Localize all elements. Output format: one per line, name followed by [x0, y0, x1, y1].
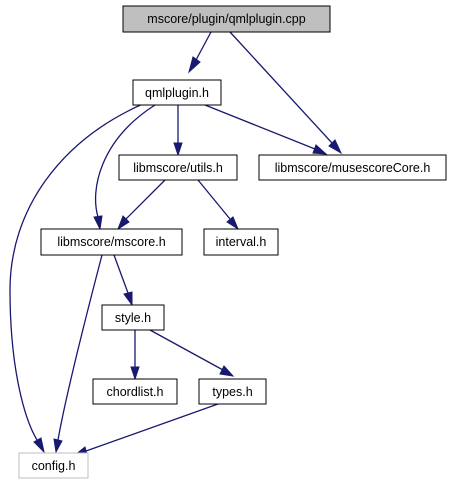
- node-box-config-h: [18, 452, 89, 479]
- edge-utils-h-to-mscore-h: [125, 179, 166, 220]
- arrowhead-utils-h-to-mscore-h: [116, 215, 130, 231]
- node-musescorecore-h[interactable]: libmscore/musescoreCore.h: [258, 154, 447, 181]
- node-label-utils-h: libmscore/utils.h: [133, 161, 223, 175]
- node-qmlplugin-h[interactable]: qmlplugin.h: [132, 79, 222, 106]
- edge-utils-h-to-interval-h: [197, 179, 231, 220]
- node-box-chordlist-h: [92, 378, 178, 405]
- node-box-musescorecore-h: [258, 154, 447, 181]
- arrowhead-mscore-h-to-config-h: [53, 438, 63, 454]
- edge-types-h-to-config-h: [85, 403, 219, 452]
- arrowhead-root-to-musescorecore-h: [328, 139, 343, 155]
- edge-qmlplugin-h-to-config-h: [9, 102, 146, 441]
- node-box-interval-h: [203, 228, 279, 256]
- arrowhead-style-h-to-types-h: [219, 365, 235, 377]
- arrowhead-qmlplugin-h-to-config-h: [33, 437, 45, 454]
- node-label-config-h: config.h: [32, 459, 76, 473]
- node-box-qmlplugin-h: [132, 79, 222, 106]
- arrowhead-qmlplugin-h-to-utils-h: [173, 142, 183, 157]
- edge-mscore-h-to-style-h: [113, 254, 129, 294]
- node-config-h[interactable]: config.h: [18, 452, 89, 479]
- arrowhead-utils-h-to-interval-h: [226, 216, 240, 231]
- node-box-mscore-h: [40, 228, 183, 256]
- node-label-musescorecore-h: libmscore/musescoreCore.h: [275, 161, 431, 175]
- edges-layer: [9, 31, 343, 456]
- arrowhead-qmlplugin-h-to-musescorecore-h: [312, 144, 328, 155]
- edge-style-h-to-types-h: [149, 329, 224, 371]
- node-label-qmlplugin-h: qmlplugin.h: [145, 86, 209, 100]
- node-label-mscore-h: libmscore/mscore.h: [57, 235, 165, 249]
- arrowhead-root-to-qmlplugin-h: [188, 56, 201, 74]
- node-label-interval-h: interval.h: [216, 235, 267, 249]
- node-chordlist-h[interactable]: chordlist.h: [92, 378, 178, 405]
- node-box-root: [122, 5, 331, 33]
- edge-root-to-qmlplugin-h: [195, 31, 212, 61]
- node-label-style-h: style.h: [115, 311, 151, 325]
- nodes-layer: mscore/plugin/qmlplugin.cpp qmlplugin.h …: [18, 5, 447, 479]
- node-box-types-h: [198, 378, 267, 405]
- edge-root-to-musescorecore-h: [229, 31, 333, 144]
- node-qmlplugin-cpp[interactable]: mscore/plugin/qmlplugin.cpp: [122, 5, 331, 33]
- edge-mscore-h-to-config-h: [57, 254, 103, 441]
- node-label-chordlist-h: chordlist.h: [107, 385, 164, 399]
- node-label-types-h: types.h: [212, 385, 252, 399]
- edge-qmlplugin-h-to-mscore-h: [95, 104, 156, 218]
- node-style-h[interactable]: style.h: [101, 304, 165, 331]
- node-mscore-h[interactable]: libmscore/mscore.h: [40, 228, 183, 256]
- node-box-style-h: [101, 304, 165, 331]
- node-label-root: mscore/plugin/qmlplugin.cpp: [147, 12, 305, 26]
- node-interval-h[interactable]: interval.h: [203, 228, 279, 256]
- edge-qmlplugin-h-to-musescorecore-h: [204, 104, 316, 150]
- node-types-h[interactable]: types.h: [198, 378, 267, 405]
- node-box-utils-h: [118, 154, 238, 181]
- node-utils-h[interactable]: libmscore/utils.h: [118, 154, 238, 181]
- arrowhead-mscore-h-to-style-h: [123, 291, 133, 307]
- arrowhead-style-h-to-chordlist-h: [130, 366, 140, 381]
- arrowhead-qmlplugin-h-to-mscore-h: [93, 215, 103, 231]
